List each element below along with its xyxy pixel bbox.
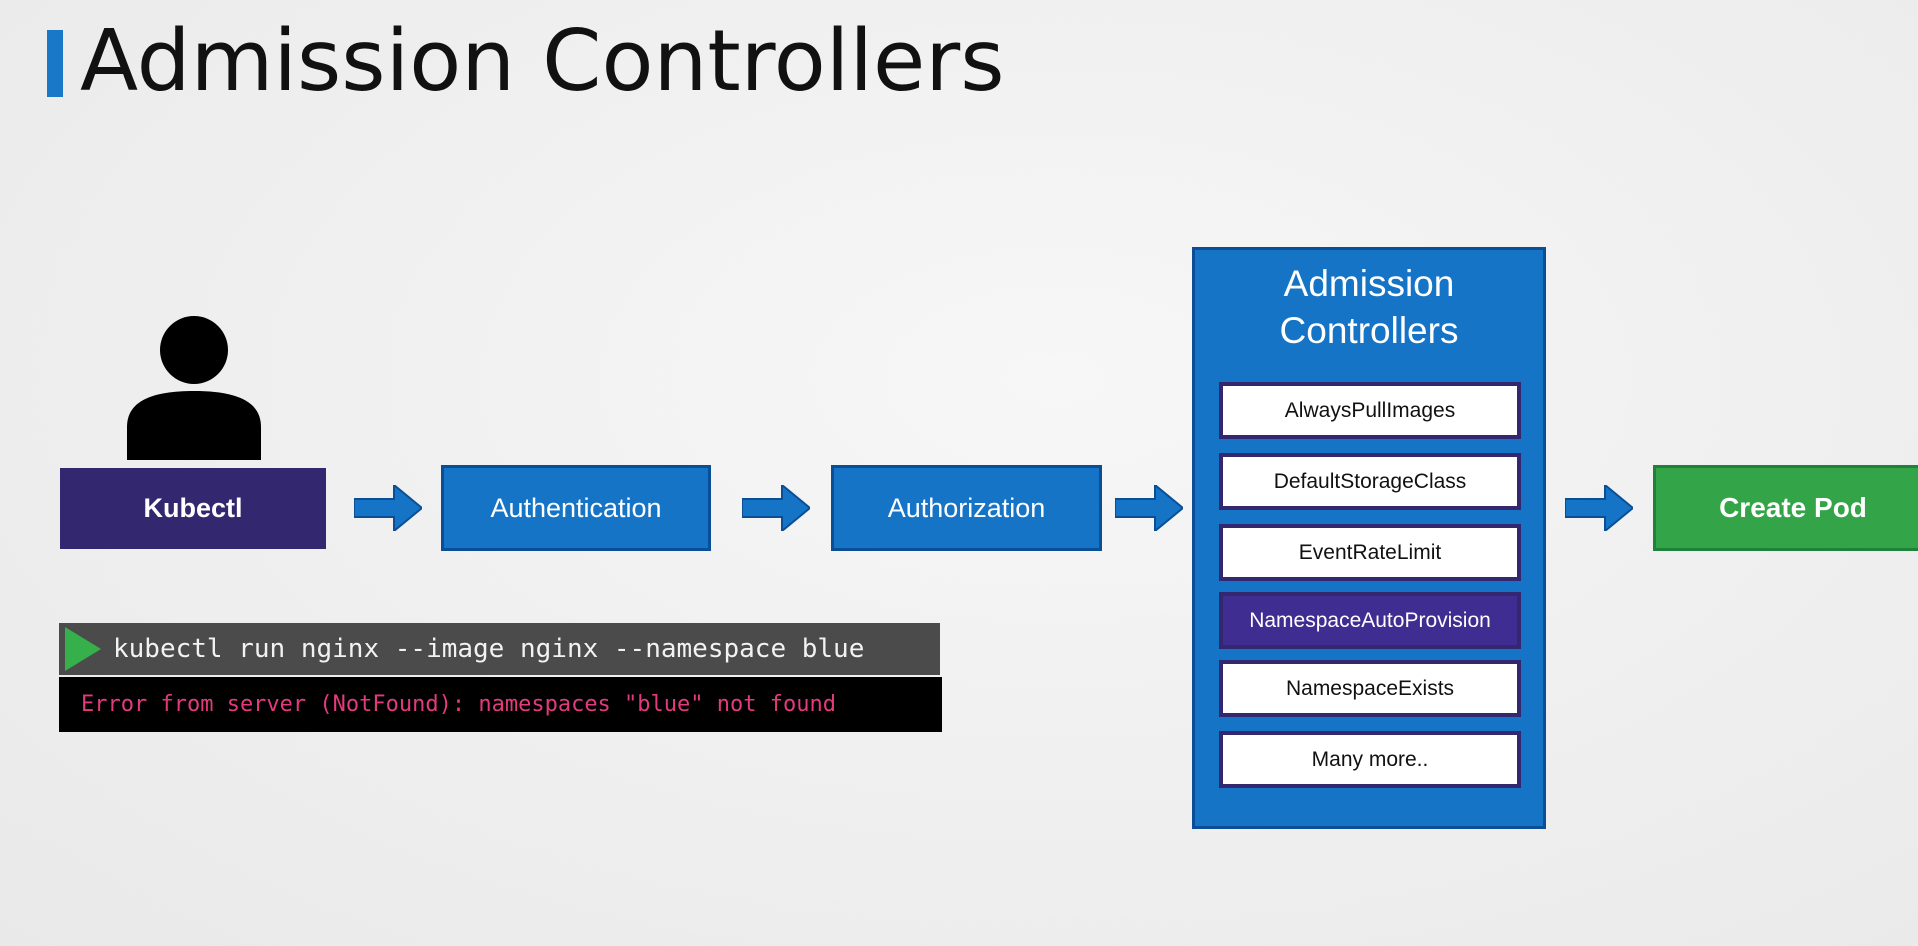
controller-event-rate-limit: EventRateLimit	[1219, 524, 1521, 581]
command-text: kubectl run nginx --image nginx --namesp…	[113, 634, 865, 664]
user-icon	[124, 315, 264, 460]
authorization-box: Authorization	[831, 465, 1102, 551]
admission-controllers-panel: Admission Controllers AlwaysPullImages D…	[1192, 247, 1546, 829]
right-arrow-icon	[354, 485, 422, 531]
title-accent-bar	[47, 30, 63, 97]
right-arrow-icon	[742, 485, 810, 531]
authentication-box: Authentication	[441, 465, 711, 551]
terminal-error-line: Error from server (NotFound): namespaces…	[59, 677, 942, 732]
page-title: Admission Controllers	[80, 12, 1005, 111]
controller-namespace-exists: NamespaceExists	[1219, 660, 1521, 717]
controller-many-more: Many more..	[1219, 731, 1521, 788]
admission-title-line1: Admission	[1283, 263, 1455, 304]
controller-always-pull-images: AlwaysPullImages	[1219, 382, 1521, 439]
right-arrow-icon	[1115, 485, 1183, 531]
controller-namespace-auto-provision: NamespaceAutoProvision	[1219, 592, 1521, 649]
kubectl-box: Kubectl	[60, 468, 326, 549]
error-text: Error from server (NotFound): namespaces…	[81, 692, 836, 717]
right-arrow-icon	[1565, 485, 1633, 531]
terminal-command-line: kubectl run nginx --image nginx --namesp…	[59, 623, 940, 675]
play-icon	[65, 627, 101, 671]
admission-controllers-title: Admission Controllers	[1195, 260, 1543, 354]
create-pod-box: Create Pod	[1653, 465, 1918, 551]
controller-default-storage-class: DefaultStorageClass	[1219, 453, 1521, 510]
admission-title-line2: Controllers	[1279, 310, 1459, 351]
